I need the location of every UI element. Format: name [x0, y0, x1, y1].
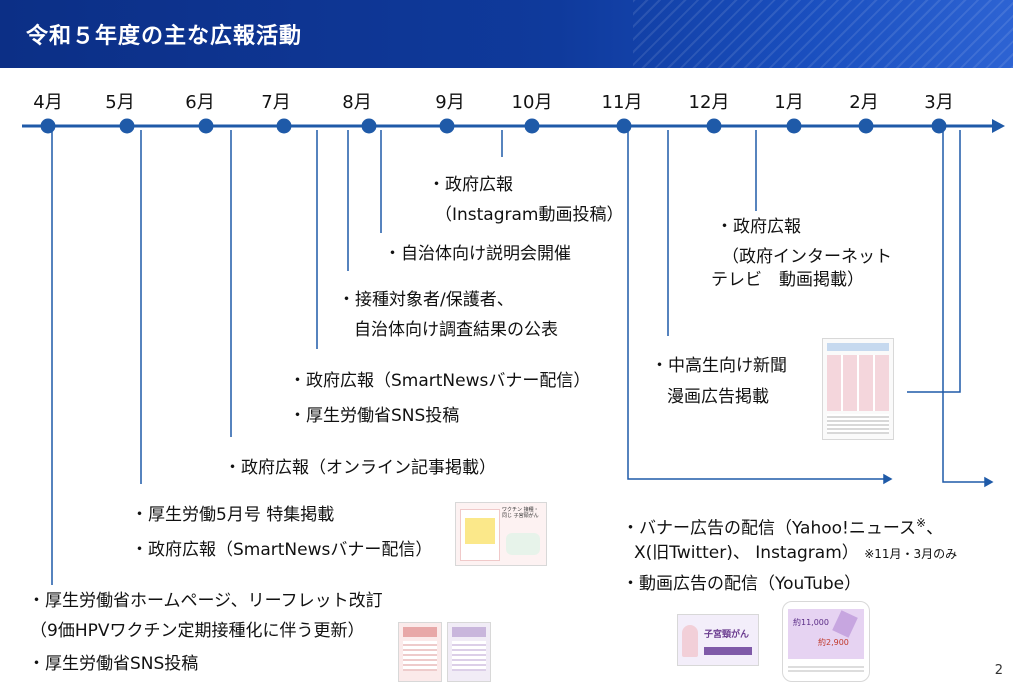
month-dot-jul — [276, 118, 292, 134]
month-dot-sep — [439, 118, 455, 134]
banner-ad-mark: ※ — [916, 516, 927, 530]
header-stripes — [633, 0, 1013, 68]
phone-stat-1: 約11,000 — [793, 618, 829, 627]
month-dot-apr — [40, 118, 56, 134]
item-banner-ad-detail: X(旧Twitter)、 Instagram） ※11月・3月のみ — [634, 542, 957, 565]
month-dot-mar — [931, 118, 947, 134]
magazine-thumbnail: ワクチン 接種・同じ 子宮頸がん — [455, 502, 547, 566]
month-label-apr: 4月 — [33, 92, 63, 113]
item-mhlw-may: ・厚生労働5月号 特集掲載 — [131, 505, 335, 525]
timeline-arrowhead — [992, 119, 1005, 133]
month-label-dec: 12月 — [688, 92, 730, 113]
banner-ad-thumbnail-text: 子宮頸がん — [704, 630, 750, 640]
item-survey: ・接種対象者/保護者、 — [338, 290, 514, 310]
item-internet-tv-detail-2: テレビ 動画掲載） — [711, 270, 864, 290]
item-survey-detail: 自治体向け調査結果の公表 — [354, 320, 558, 340]
item-local-briefing: ・自治体向け説明会開催 — [384, 244, 571, 264]
magazine-thumbnail-text: ワクチン 接種・同じ 子宮頸がん — [502, 507, 539, 519]
banner-ad-note: ※11月・3月のみ — [864, 547, 958, 561]
item-online-article: ・政府広報（オンライン記事掲載） — [224, 458, 496, 478]
item-banner-ad: ・バナー広告の配信（Yahoo!ニュース※、 — [622, 512, 943, 540]
item-internet-tv-detail-1: （政府インターネット — [722, 247, 892, 267]
newspaper-ad-thumbnail — [822, 338, 894, 440]
leaflet-thumbnail-2 — [447, 622, 491, 682]
item-smartnews-jul: ・政府広報（SmartNewsバナー配信） — [289, 371, 591, 391]
banner-ad-platforms: X(旧Twitter)、 Instagram） — [634, 543, 859, 563]
month-dot-feb — [858, 118, 874, 134]
month-dot-aug — [361, 118, 377, 134]
video-ad-phone-thumbnail: 約11,000 約2,900 — [782, 601, 870, 682]
item-gov-instagram-detail: （Instagram動画投稿） — [435, 205, 624, 225]
month-dot-jun — [198, 118, 214, 134]
banner-ad-text: ・バナー広告の配信（Yahoo!ニュース — [622, 518, 917, 539]
header-banner: 令和５年度の主な広報活動 — [0, 0, 1013, 68]
month-label-mar: 3月 — [924, 92, 954, 113]
item-newspaper-detail: 漫画広告掲載 — [667, 387, 769, 407]
month-dot-oct — [524, 118, 540, 134]
item-gov-instagram: ・政府広報 — [428, 175, 513, 195]
page-number: 2 — [994, 663, 1003, 678]
month-label-jan: 1月 — [774, 92, 804, 113]
banner-ad-comma: 、 — [926, 518, 944, 539]
month-label-nov: 11月 — [601, 92, 643, 113]
banner-ad-thumbnail: 子宮頸がん — [677, 614, 759, 666]
month-label-oct: 10月 — [511, 92, 553, 113]
month-label-sep: 9月 — [435, 92, 465, 113]
item-newspaper: ・中高生向け新聞 — [651, 356, 787, 376]
month-label-jun: 6月 — [185, 92, 215, 113]
month-dot-jan — [786, 118, 802, 134]
item-homepage: ・厚生労働省ホームページ、リーフレット改訂 — [28, 591, 383, 611]
connector-mar-1 — [907, 130, 961, 393]
item-smartnews-may: ・政府広報（SmartNewsバナー配信） — [131, 540, 433, 560]
month-dot-dec — [706, 118, 722, 134]
month-label-may: 5月 — [105, 92, 135, 113]
month-dot-may — [119, 118, 135, 134]
page-title: 令和５年度の主な広報活動 — [26, 24, 303, 49]
item-mhlw-sns-jul: ・厚生労働省SNS投稿 — [289, 406, 460, 426]
item-video-ad: ・動画広告の配信（YouTube） — [622, 574, 862, 594]
item-mhlw-sns-apr: ・厚生労働省SNS投稿 — [28, 654, 199, 674]
item-internet-tv: ・政府広報 — [716, 217, 801, 237]
connector-mar-arrowhead — [984, 476, 994, 488]
phone-stat-2: 約2,900 — [818, 638, 849, 647]
month-label-feb: 2月 — [849, 92, 879, 113]
connector-nov-arrowhead — [883, 473, 893, 485]
connector-nov — [627, 130, 884, 480]
month-label-aug: 8月 — [342, 92, 372, 113]
connector-mar-2 — [942, 130, 985, 483]
month-dot-nov — [616, 118, 632, 134]
item-homepage-detail: （9価HPVワクチン定期接種化に伴う更新） — [30, 621, 365, 641]
month-label-jul: 7月 — [261, 92, 291, 113]
leaflet-thumbnail-1 — [398, 622, 442, 682]
